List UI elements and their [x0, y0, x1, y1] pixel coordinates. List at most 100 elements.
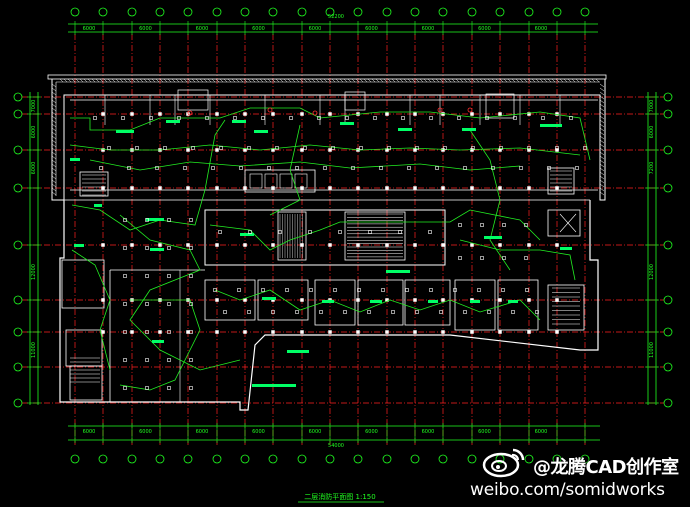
axis-bubble-left — [13, 398, 23, 408]
smoke-detector — [439, 310, 443, 314]
eave-hatch — [599, 171, 605, 176]
eave-hatch — [279, 78, 284, 83]
smoke-detector — [373, 116, 377, 120]
eave-hatch — [599, 143, 605, 148]
eave-hatch — [263, 78, 268, 83]
eave-hatch — [431, 78, 436, 83]
smoke-detector — [127, 166, 131, 170]
smoke-detector — [379, 166, 383, 170]
dim-text-top: 6000 — [139, 26, 152, 32]
stair-west-bottom — [65, 329, 103, 367]
eave-hatch — [379, 78, 384, 83]
smoke-detector — [167, 302, 171, 306]
alarm-circuit — [214, 289, 541, 321]
eave-hatch — [271, 78, 276, 83]
eave-hatch — [51, 99, 57, 104]
dim-text-right: 7000 — [649, 100, 655, 113]
building-walls — [47, 74, 607, 411]
eave-hatch — [51, 115, 57, 120]
dim-text-bottom: 6000 — [252, 429, 265, 435]
smoke-detector — [123, 386, 127, 390]
smoke-detector — [167, 358, 171, 362]
eave-hatch — [187, 78, 192, 83]
eave-hatch — [599, 179, 605, 184]
axis-bubble-top — [127, 7, 137, 17]
column — [271, 186, 275, 190]
column — [498, 186, 502, 190]
smoke-detector — [107, 146, 111, 150]
smoke-detector — [309, 288, 313, 292]
eave-hatch — [599, 183, 605, 188]
smoke-detector — [233, 116, 237, 120]
axis-bubble-left — [13, 295, 23, 305]
eave-hatch — [487, 78, 492, 83]
eave-hatch — [479, 78, 484, 83]
column — [186, 330, 190, 334]
column — [101, 186, 105, 190]
eave-hatch — [51, 191, 57, 196]
smoke-detector — [278, 230, 282, 234]
smoke-detector — [351, 166, 355, 170]
smoke-detector — [480, 256, 484, 260]
smoke-detector — [491, 166, 495, 170]
eave-hatch — [427, 78, 432, 83]
smoke-detector — [513, 116, 517, 120]
room-label — [146, 218, 164, 221]
column — [215, 112, 219, 116]
eave-hatch — [183, 78, 188, 83]
eave-hatch — [439, 78, 444, 83]
eave-hatch — [71, 78, 76, 83]
eave-hatch — [243, 78, 248, 83]
column — [243, 243, 247, 247]
axis-bubble-top — [70, 7, 80, 17]
smoke-detector — [123, 218, 127, 222]
axis-bubble-right — [663, 109, 673, 119]
axis-bubble-left — [13, 92, 23, 102]
eave-hatch — [267, 78, 272, 83]
column — [413, 298, 417, 302]
dim-text-overall-bottom: 54000 — [328, 443, 344, 449]
elevator-cross — [559, 213, 577, 233]
column — [470, 243, 474, 247]
axis-bubble-bottom — [467, 454, 477, 464]
axis-bubble-left — [13, 327, 23, 337]
eave-hatch — [523, 78, 528, 83]
room-label — [74, 244, 84, 247]
alarm-circuit — [119, 214, 241, 371]
column — [527, 148, 531, 152]
dim-text-top: 6000 — [309, 26, 322, 32]
eave-hatch — [251, 78, 256, 83]
eave-hatch — [219, 78, 224, 83]
smoke-detector — [308, 230, 312, 234]
room-label — [540, 124, 562, 127]
smoke-detector — [275, 146, 279, 150]
eave-hatch — [599, 123, 605, 128]
eave-hatch — [223, 78, 228, 83]
smoke-detector — [123, 358, 127, 362]
column — [356, 186, 360, 190]
eave-hatch — [51, 111, 57, 116]
alarm-bell — [437, 107, 443, 113]
north-room-entry — [177, 89, 209, 111]
eave-hatch — [599, 163, 605, 168]
dim-text-bottom: 6000 — [422, 429, 435, 435]
room-label — [287, 350, 309, 353]
smoke-detector — [401, 116, 405, 120]
eave-hatch — [59, 78, 64, 83]
eave-hatch — [215, 78, 220, 83]
eave-hatch — [467, 78, 472, 83]
eave-hatch — [495, 78, 500, 83]
column — [555, 298, 559, 302]
axis-bubble-right — [663, 327, 673, 337]
smoke-detector — [289, 116, 293, 120]
eave-hatch — [259, 78, 264, 83]
eave-hatch — [51, 87, 57, 92]
dim-text-bottom: 6000 — [139, 429, 152, 435]
room-west-1 — [61, 259, 105, 309]
eave-hatch — [459, 78, 464, 83]
eave-hatch — [419, 78, 424, 83]
alarm-circuit — [70, 107, 591, 161]
axis-bubble-top — [410, 7, 420, 17]
shop-unit — [314, 279, 356, 326]
eave-hatch — [471, 78, 476, 83]
